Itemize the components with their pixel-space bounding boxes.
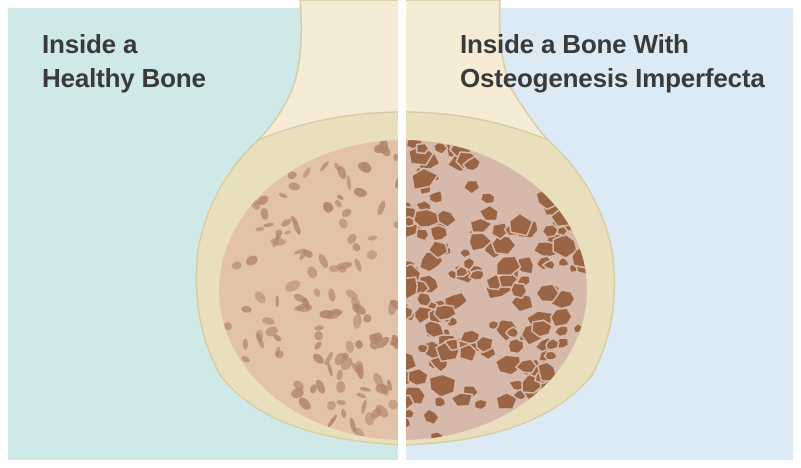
oi-title-line-2: Osteogenesis Imperfecta	[460, 61, 765, 95]
healthy-bone-title: Inside a Healthy Bone	[42, 27, 206, 95]
oi-pore	[545, 351, 557, 360]
oi-bone-title: Inside a Bone With Osteogenesis Imperfec…	[460, 27, 765, 95]
healthy-pore	[275, 295, 279, 307]
healthy-title-line-2: Healthy Bone	[42, 61, 206, 95]
oi-pore	[417, 344, 428, 353]
oi-pore	[511, 283, 527, 298]
oi-pore	[417, 143, 429, 153]
oi-pore	[413, 209, 438, 227]
healthy-title-line-1: Inside a	[42, 27, 206, 61]
panel-divider	[398, 0, 406, 468]
oi-pore	[417, 292, 432, 306]
oi-pore	[416, 229, 429, 241]
oi-title-line-1: Inside a Bone With	[460, 27, 765, 61]
oi-pore	[557, 226, 568, 235]
